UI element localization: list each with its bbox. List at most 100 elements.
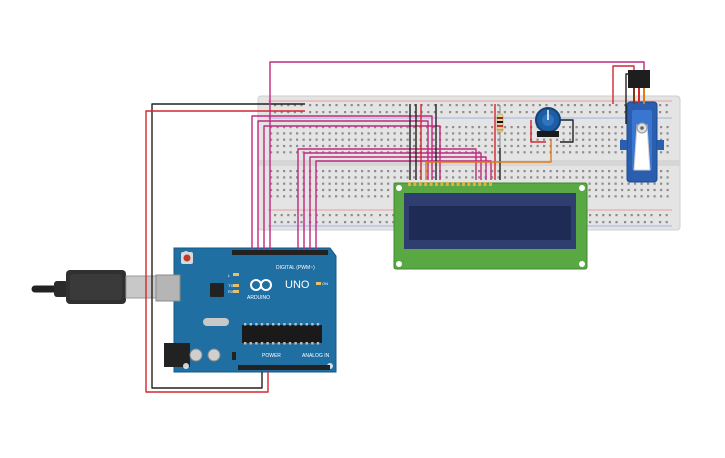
usb-cable[interactable] [31,270,157,304]
servo[interactable] [620,70,664,183]
resistor[interactable] [496,105,504,148]
breadboard-hole [289,176,292,179]
breadboard-hole [361,195,364,198]
lcd-pin [435,182,438,186]
breadboard-hole [289,132,292,135]
breadboard-hole [532,104,535,107]
wire-d11[interactable] [257,120,429,250]
wire-servo-power[interactable] [612,65,635,104]
breadboard-hole [445,138,448,141]
wire-contrast[interactable] [425,140,552,180]
breadboard-hole [595,170,598,173]
breadboard-hole [335,104,338,107]
breadboard-hole [335,221,338,224]
breadboard-hole [582,151,585,154]
breadboard-hole [322,182,325,185]
breadboard-hole [640,182,643,185]
breadboard-hole [666,138,669,141]
breadboard-hole [497,138,500,141]
breadboard-hole [666,151,669,154]
chip-pin [294,323,297,326]
lcd-screen [409,206,571,240]
breadboard-hole [413,126,416,129]
breadboard-hole [575,138,578,141]
breadboard-hole [274,111,277,114]
breadboard-hole [582,132,585,135]
lcd-16x2[interactable] [393,182,588,270]
wire-d2[interactable] [315,160,492,250]
breadboard-hole [440,111,443,114]
breadboard-hole [374,182,377,185]
breadboard-hole [582,144,585,148]
breadboard-hole [615,221,618,224]
breadboard-hole [517,132,520,135]
breadboard-hole [393,176,396,179]
breadboard-hole [452,176,455,179]
breadboard-hole [575,126,578,129]
breadboard-hole [274,214,277,217]
breadboard-hole [283,144,286,148]
breadboard-hole [293,221,296,224]
breadboard-hole [270,182,273,185]
breadboard-hole [344,221,347,224]
wire-gnd[interactable] [151,103,305,389]
breadboard-hole [374,126,377,129]
breadboard-hole [575,144,578,148]
breadboard-hole [385,214,388,217]
breadboard-hole [398,111,401,114]
breadboard-hole [335,126,338,129]
breadboard-hole [354,151,357,154]
breadboard-hole [413,151,416,154]
breadboard-hole [589,111,592,114]
breadboard-hole [608,188,611,192]
breadboard-hole [523,176,526,179]
breadboard-hole [315,138,318,141]
breadboard-hole [380,195,383,198]
breadboard-hole [666,195,669,198]
potentiometer[interactable] [535,107,561,137]
breadboard-hole [432,176,435,179]
breadboard-hole [309,104,312,107]
lcd-pin [483,182,487,186]
arduino-uno[interactable]: DIGITAL (PWM~) POWER ANALOG IN UNO ARDUI… [155,247,337,373]
wire-servo-gnd[interactable] [625,73,629,124]
wire-d5[interactable] [297,148,477,250]
breadboard-hole [287,104,290,107]
lcd-pin [418,182,422,186]
breadboard-hole [523,144,526,148]
breadboard-hole [289,144,292,148]
lcd-pin [413,182,417,186]
wire-d4[interactable] [303,152,482,250]
breadboard-hole [608,170,611,173]
wire-d12[interactable] [251,115,433,250]
breadboard-hole [458,126,461,129]
breadboard-hole [569,176,572,179]
wire-5v[interactable] [145,110,305,393]
breadboard-hole [510,104,513,107]
breadboard-hole [666,144,669,148]
breadboard-hole [491,138,494,141]
breadboard-hole [630,214,633,217]
chip-pin [249,323,252,326]
breadboard-hole [458,138,461,141]
breadboard-hole [276,176,279,179]
breadboard-hole [543,138,546,141]
breadboard-hole [465,170,468,173]
breadboard-hole [350,111,353,114]
breadboard-hole [293,104,296,107]
breadboard-hole [601,188,604,192]
wire-servo-signal[interactable] [269,61,645,250]
breadboard-hole [380,170,383,173]
breadboard-hole [335,138,338,141]
breadboard-hole [525,111,528,114]
power-label: POWER [262,353,281,359]
breadboard-hole [335,176,338,179]
breadboard[interactable] [257,95,681,231]
wire-d3[interactable] [309,156,487,250]
breadboard-hole [504,176,507,179]
breadboard-hole [458,132,461,135]
breadboard-hole [354,195,357,198]
breadboard-hole [341,138,344,141]
breadboard-hole [478,126,481,129]
